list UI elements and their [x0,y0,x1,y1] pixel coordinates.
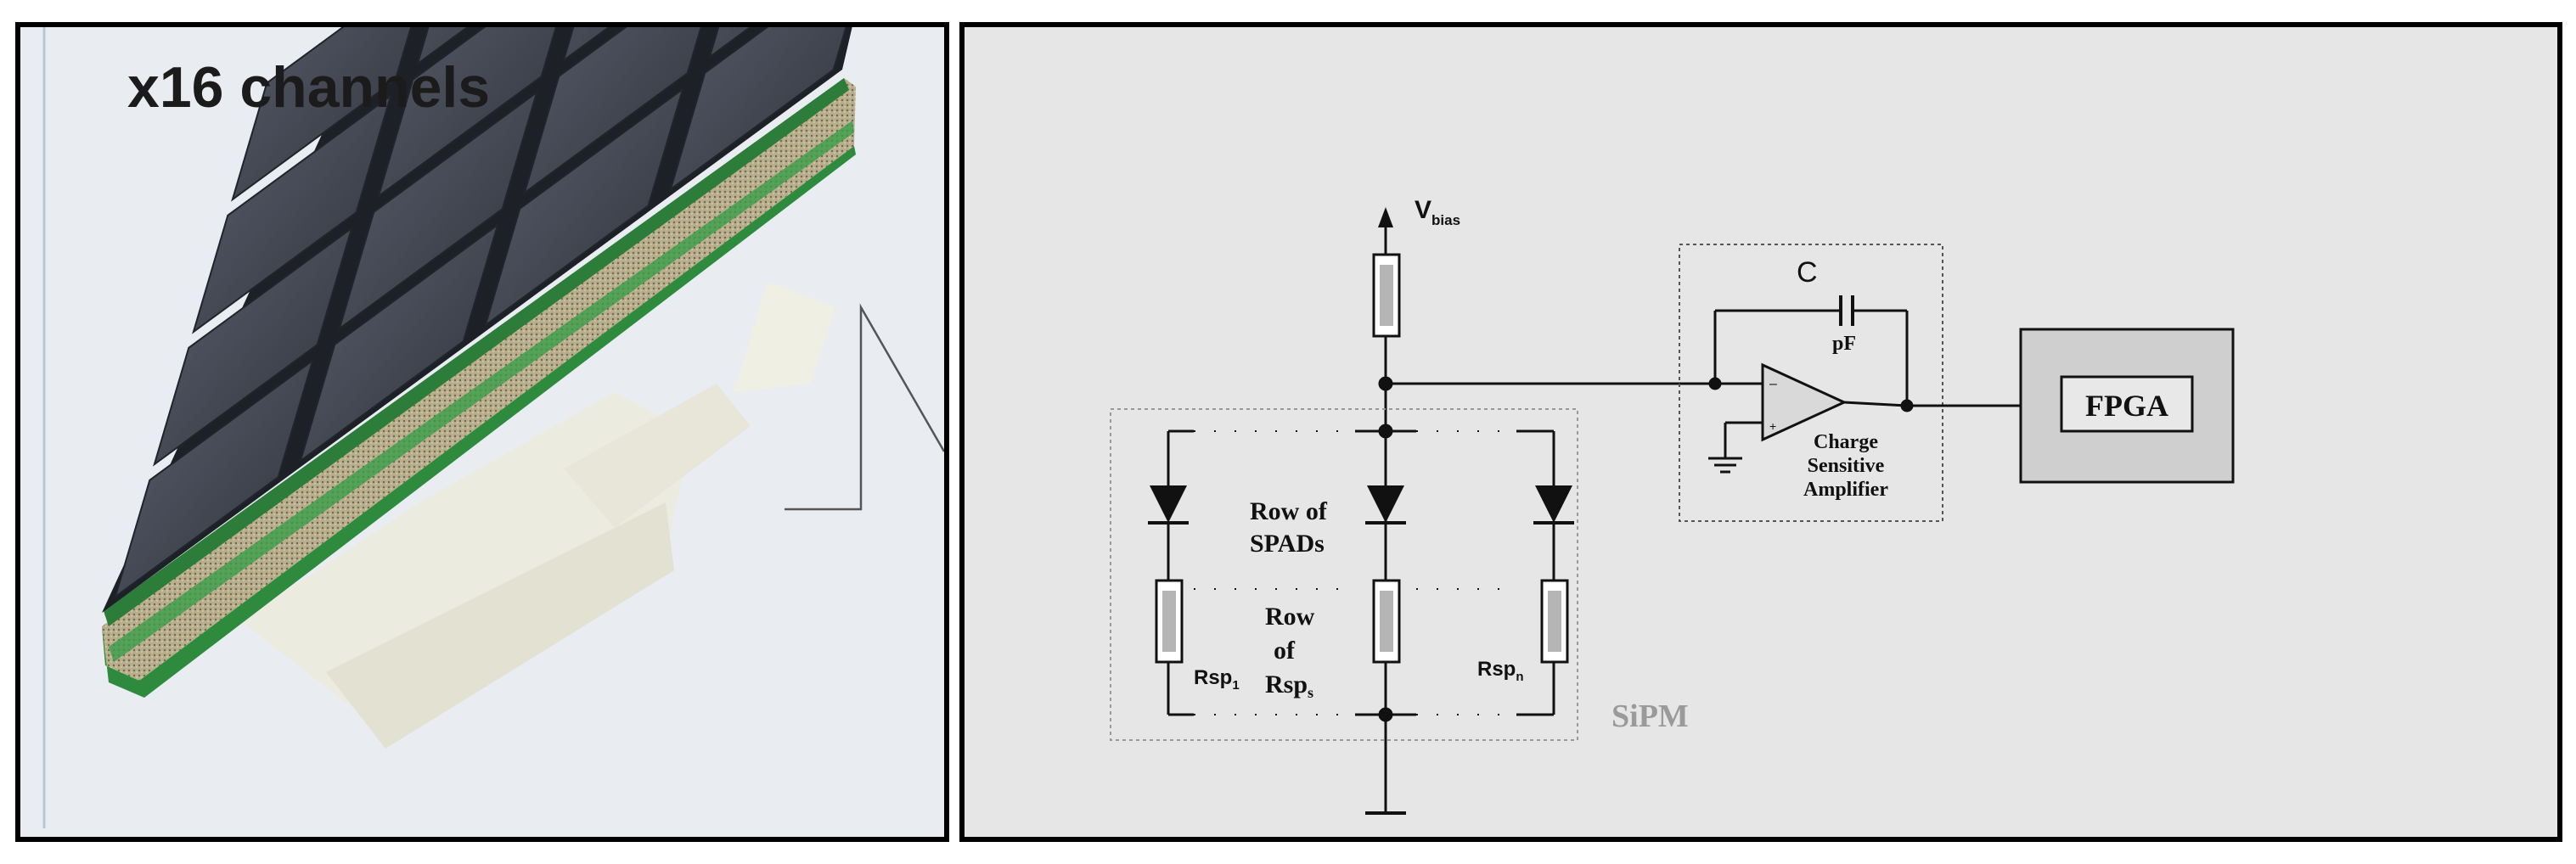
svg-text:Rsp1: Rsp1 [1194,666,1240,693]
pulse-waveform [785,303,944,511]
sensor-tile [114,358,314,599]
circuit-schematic: – + Vbias Row of SPADs Row of Rsps Rsp1 … [1110,196,2235,815]
sensor-tile [338,90,538,331]
feedback-capacitor [1713,295,1909,406]
sensor-tile [192,93,392,334]
row-of-rsps-line1: Row [1265,603,1315,631]
sensor-tile-grid [102,27,852,613]
svg-text:Vbias: Vbias [1415,196,1460,228]
svg-text:+: + [1769,419,1776,433]
sensor-tile [416,27,470,66]
amplifier-label-line3: Amplifier [1803,479,1888,501]
capacitor-label: C [1797,256,1818,289]
row-of-rsps-line2: of [1274,637,1296,665]
sipm-label: SiPM [1611,698,1689,734]
vbias-arrow [1378,207,1393,255]
rspn-label: Rsp [1477,658,1516,681]
sensor-tile [484,87,684,328]
row-of-spads-line2: SPADs [1250,530,1325,558]
plastic-housing [241,282,835,749]
rspn-subscript: n [1516,670,1523,684]
sensor-tile [708,27,752,59]
svg-text:Rsps: Rsps [1265,670,1313,701]
rsp1-label: Rsp [1194,666,1232,689]
amplifier-box [1679,244,1943,522]
sensor-tile [562,27,610,63]
photo-title: x16 channels [127,55,491,120]
sipm-box [1110,408,1578,741]
circuit-schematic-panel: – + Vbias Row of SPADs Row of Rsps Rsp1 … [959,22,2562,842]
svg-text:Rspn: Rspn [1477,658,1524,684]
pcb-board [102,78,856,698]
spad-diode-icon [1367,485,1404,523]
amplifier-label-line1: Charge [1814,431,1878,453]
row-of-rsps-subscript: s [1308,684,1313,701]
sensor-tile [153,226,353,467]
svg-text:–: – [1769,377,1777,391]
spad-branch-n [1533,431,1574,715]
sensor-tile [669,27,847,192]
row-of-spads-line1: Row of [1250,497,1328,525]
fpga-label: FPGA [2085,389,2168,423]
capacitance-label: pF [1832,333,1856,355]
row-of-rsps-line3: Rsp [1265,670,1308,698]
spad-diode-icon [1150,485,1187,523]
tile-backplate [102,27,852,613]
vbias-subscript: bias [1431,212,1460,228]
sensor-tile [299,222,499,463]
spad-branch-1 [1148,431,1189,715]
sipm-array-illustration [42,27,944,828]
op-amp-icon [1761,362,1848,442]
sipm-array-photo-panel: x16 channels [15,22,949,842]
sensor-tile [231,27,413,202]
sensor-tile [523,27,702,195]
bias-resistor [1372,253,1401,384]
sensor-tile [377,27,557,199]
spad-branch-center [1365,485,1406,664]
vbias-label: V [1415,196,1431,224]
amplifier-label-line2: Sensitive [1808,455,1885,477]
ground-icon [1708,421,1763,474]
rsp1-subscript: 1 [1232,678,1239,693]
spad-diode-icon [1535,485,1572,523]
